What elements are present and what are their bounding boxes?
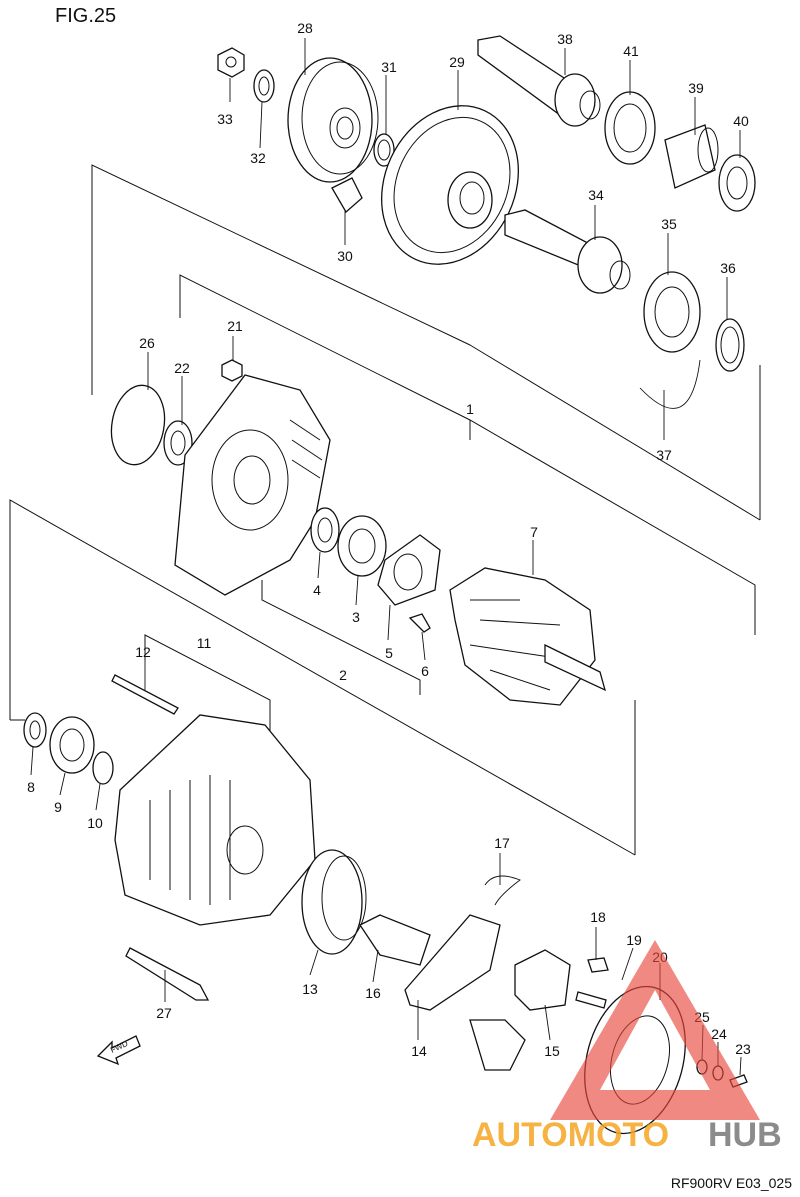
label-part-35: 35 xyxy=(661,216,677,232)
bracket-group-2 xyxy=(179,274,756,635)
part-35-bearing xyxy=(643,271,701,353)
label-part-13: 13 xyxy=(302,981,318,997)
part-36-circlip xyxy=(715,318,745,372)
label-part-8: 8 xyxy=(27,779,35,795)
fwd-arrow-icon: FWD xyxy=(96,1035,141,1066)
label-part-2: 2 xyxy=(339,667,347,683)
bracket-group-1 xyxy=(91,164,761,521)
label-part-23: 23 xyxy=(735,1041,751,1057)
part-3-bearing xyxy=(337,515,387,577)
drawing-code: RF900RV E03_025 xyxy=(671,1175,792,1191)
label-part-28: 28 xyxy=(297,20,313,36)
part-34-shaft xyxy=(504,209,631,294)
label-part-12: 12 xyxy=(135,644,151,660)
part-13-pulley xyxy=(301,849,367,955)
label-part-19: 19 xyxy=(626,932,642,948)
label-part-29: 29 xyxy=(449,54,465,70)
label-part-31: 31 xyxy=(381,59,397,75)
part-11-cover xyxy=(114,714,316,926)
label-part-5: 5 xyxy=(385,645,393,661)
part-27-bolt xyxy=(125,947,210,1001)
label-part-39: 39 xyxy=(688,80,704,96)
part-26-o-ring xyxy=(110,384,166,466)
part-28-gear xyxy=(287,57,379,183)
label-part-27: 27 xyxy=(156,1005,172,1021)
bracket-group-3 xyxy=(9,499,636,856)
label-part-30: 30 xyxy=(337,248,353,264)
label-part-38: 38 xyxy=(557,31,573,47)
part-10-ring xyxy=(92,751,114,785)
label-part-6: 6 xyxy=(421,663,429,679)
label-part-22: 22 xyxy=(174,360,190,376)
label-part-21: 21 xyxy=(227,318,243,334)
label-part-40: 40 xyxy=(733,113,749,129)
part-12-stud xyxy=(111,674,179,715)
part-30-key xyxy=(331,177,363,214)
part-4-washer xyxy=(310,507,340,553)
label-part-37: 37 xyxy=(656,447,672,463)
label-part-11: 11 xyxy=(197,635,212,651)
part-29-flange xyxy=(381,105,519,265)
part-33-nut xyxy=(217,47,245,78)
label-part-7: 7 xyxy=(530,524,538,540)
part-7-rotor xyxy=(449,567,607,706)
bracket-group-2b xyxy=(261,580,421,695)
label-part-1: 1 xyxy=(466,401,474,417)
label-part-15: 15 xyxy=(544,1043,560,1059)
watermark-logo: AUTOMOTO HUB xyxy=(472,940,782,1154)
label-part-33: 33 xyxy=(217,111,233,127)
label-part-16: 16 xyxy=(365,985,381,1001)
label-part-24: 24 xyxy=(711,1026,727,1042)
label-part-26: 26 xyxy=(139,335,155,351)
bracket-group-11 xyxy=(144,634,271,750)
label-part-4: 4 xyxy=(313,582,321,598)
part-6-screw xyxy=(408,613,431,633)
label-part-18: 18 xyxy=(590,909,606,925)
part-labels: 1 2 3 4 5 6 7 8 9 10 11 12 13 14 15 16 1… xyxy=(27,20,751,1059)
part-17-hose xyxy=(484,875,521,906)
figure-title: FIG.25 xyxy=(55,5,116,27)
label-part-41: 41 xyxy=(623,43,639,59)
part-15-regulator xyxy=(514,949,571,1011)
part-37-clip xyxy=(639,359,701,409)
part-32-washer xyxy=(253,69,275,103)
label-part-36: 36 xyxy=(720,260,736,276)
watermark-brand-part1: AUTOMOTO xyxy=(472,1116,669,1154)
part-39-sleeve xyxy=(664,124,719,189)
part-5-plate xyxy=(377,534,441,606)
label-part-14: 14 xyxy=(411,1043,427,1059)
part-1-housing xyxy=(174,374,331,596)
part-14-holder xyxy=(404,914,501,1011)
part-41-bearing xyxy=(604,91,656,165)
part-40-bearing xyxy=(718,154,756,212)
part-brush-lever xyxy=(469,1019,526,1071)
label-part-32: 32 xyxy=(250,150,266,166)
part-31-ring xyxy=(373,133,395,167)
watermark-brand-part2: HUB xyxy=(708,1116,782,1154)
label-part-34: 34 xyxy=(588,187,604,203)
part-38-shaft xyxy=(477,35,601,127)
label-part-9: 9 xyxy=(54,799,62,815)
part-8-washer xyxy=(23,712,47,748)
part-16-bracket xyxy=(359,914,431,966)
part-18-screw xyxy=(587,957,609,973)
watermark-triangle-icon xyxy=(550,940,760,1120)
label-part-3: 3 xyxy=(352,609,360,625)
label-part-10: 10 xyxy=(87,815,103,831)
label-part-17: 17 xyxy=(494,835,510,851)
part-21-nut xyxy=(221,359,243,382)
part-19-screw xyxy=(575,991,607,1009)
part-9-bearing xyxy=(49,716,95,774)
